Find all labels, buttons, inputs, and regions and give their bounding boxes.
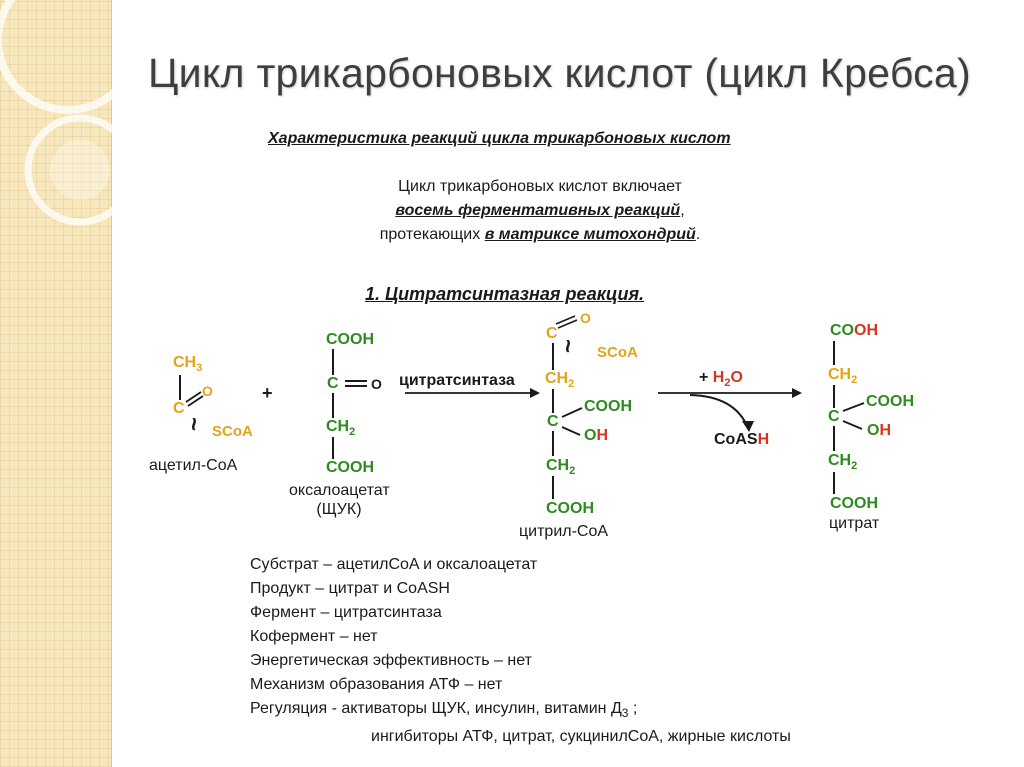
subtitle: Характеристика реакций цикла трикарбонов…	[268, 130, 731, 147]
acetyl-oxygen: O	[202, 383, 213, 399]
fact-product: Продукт – цитрат и CoASH	[250, 580, 450, 597]
thioester-bond-acetyl: ~	[180, 416, 208, 432]
citrate-ch2-bottom: CH2	[828, 452, 858, 472]
citrate-cooh-side: COOH	[866, 393, 914, 410]
citrate-ch2-top: CH2	[828, 366, 858, 386]
coash-product: CoASH	[714, 431, 770, 448]
acetyl-carbon: C	[173, 400, 185, 417]
enzyme-label: цитратсинтаза	[399, 372, 515, 389]
oxalo-cooh-bottom: COOH	[326, 459, 374, 476]
citrate-cooh-bottom: COOH	[830, 495, 878, 512]
bond-citryl-cooh	[561, 407, 583, 418]
citryl-cooh-side: COOH	[584, 398, 632, 415]
fact-regulation: Регуляция - активаторы ЩУК, инсулин, вит…	[250, 697, 791, 725]
intro-line-3: протекающих в матриксе митохондрий.	[0, 227, 1024, 243]
citrate-oh: OH	[867, 422, 892, 439]
plus-sign: +	[262, 383, 273, 403]
reaction-title: 1. Цитратсинтазная реакция.	[365, 284, 645, 304]
thioester-bond-citryl: ~	[554, 338, 582, 354]
citryl-cooh-bottom: COOH	[546, 500, 594, 517]
reaction-facts: Субстрат – ацетилCoA и оксалоацетат Прод…	[250, 553, 791, 749]
fact-substrate: Субстрат – ацетилCoA и оксалоацетат	[250, 556, 538, 573]
oxalo-cooh-top: COOH	[326, 331, 374, 348]
regulation-semicolon: ;	[628, 700, 638, 717]
intro-comma: ,	[680, 202, 685, 219]
arrow-coash-head	[742, 421, 754, 432]
bond-citryl-double-1	[555, 315, 576, 325]
citryl-coa-name: цитрил-CoA	[519, 523, 609, 540]
fact-enzyme: Фермент – цитратсинтаза	[250, 604, 442, 621]
fact-energy: Энергетическая эффективность – нет	[250, 652, 532, 669]
oxalo-oxygen: O	[371, 376, 382, 392]
decorative-sidebar	[0, 0, 112, 767]
intro-line-1: Цикл трикарбоновых кислот включает	[398, 178, 682, 195]
bond-citryl-oh	[561, 426, 581, 436]
citryl-oh: OH	[584, 427, 609, 444]
bond-acetyl-double-1	[185, 391, 202, 403]
oxalo-carbon: C	[327, 375, 339, 392]
acetyl-scoa: SCoA	[212, 423, 253, 440]
acetyl-coa-name: ацетил-CoA	[149, 457, 238, 474]
citryl-carbon-central: C	[547, 413, 559, 430]
arrow-hydrolysis-head	[792, 388, 802, 398]
acetyl-ch3: CH3	[173, 354, 203, 374]
arrow-synthase-head	[530, 388, 540, 398]
regulation-activators: Регуляция - активаторы ЩУК, инсулин, вит…	[250, 700, 622, 717]
fact-atp-mechanism: Механизм образования АТФ – нет	[250, 676, 503, 693]
bond-citrate-cooh	[842, 402, 865, 412]
intro-emphasis-matrix: в матриксе митохондрий	[484, 226, 696, 243]
bond-citrate-oh	[842, 420, 863, 430]
citrate-carbon-central: C	[828, 408, 840, 425]
citryl-ch2-top: CH2	[545, 370, 575, 390]
citrate-cooh-top: COOH	[830, 322, 878, 339]
regulation-inhibitors: ингибиторы АТФ, цитрат, сукцинилCoA, жир…	[371, 728, 791, 745]
bond-acetyl-double-2	[187, 395, 204, 407]
citryl-carbon-top: C	[546, 325, 558, 342]
decorative-rings	[0, 0, 112, 226]
citryl-ch2-bottom: CH2	[546, 457, 576, 477]
citrate-name: цитрат	[829, 515, 880, 532]
water-addition: + H2O	[699, 369, 743, 389]
fact-coenzyme: Кофермент – нет	[250, 628, 378, 645]
intro-line-3-prefix: протекающих	[379, 226, 485, 243]
page-title: Цикл трикарбоновых кислот (цикл Кребса)	[148, 50, 971, 96]
intro-period: .	[695, 226, 701, 243]
bond-citryl-double-2	[557, 319, 578, 329]
intro-emphasis-reactions: восемь ферментативных реакций	[395, 202, 681, 219]
citryl-oxygen: O	[580, 310, 591, 326]
intro-line-2: восемь ферментативных реакций,	[0, 203, 1024, 219]
oxaloacetate-name: оксалоацетат(ЩУК)	[289, 482, 390, 519]
citryl-scoa: SCoA	[597, 344, 638, 361]
arrow-coash-curve	[689, 394, 749, 429]
oxalo-ch2: CH2	[326, 418, 356, 438]
regulation-subscript: 3	[621, 706, 629, 720]
